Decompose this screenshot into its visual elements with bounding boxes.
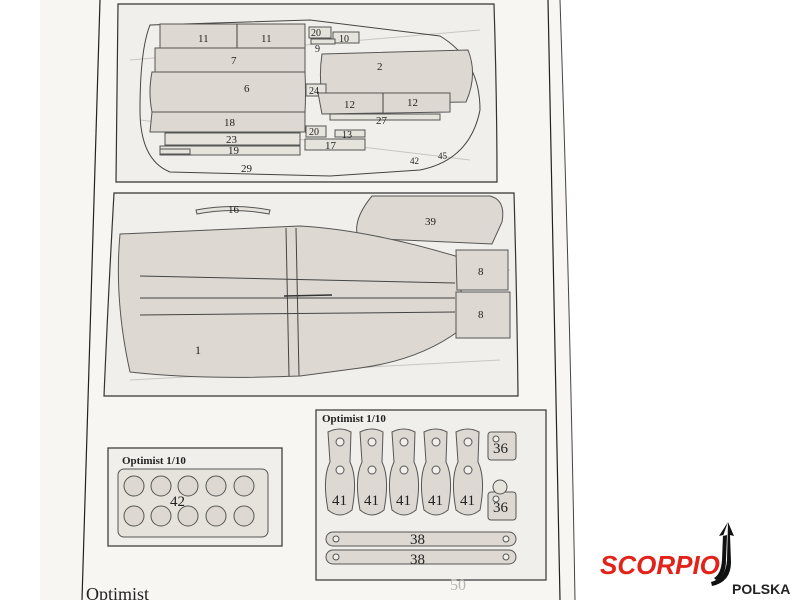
part-label: 41 xyxy=(332,493,347,509)
part-label: 2 xyxy=(377,61,383,73)
part-label: 9 xyxy=(315,44,320,55)
panel-bottom-left: Optimist 1/10 42 xyxy=(107,447,283,547)
part-label: 42 xyxy=(170,494,185,510)
part-label: 10 xyxy=(339,34,349,45)
brand-subname: POLSKA xyxy=(732,581,790,597)
part-label: 23 xyxy=(226,134,238,146)
part-label: 20 xyxy=(309,127,319,138)
disc-grid xyxy=(123,475,255,527)
part-label: 16 xyxy=(228,204,240,216)
panel-middle xyxy=(103,192,519,397)
panel-middle-labels: 16 39 8 8 1 xyxy=(195,204,484,357)
part-label: 38 xyxy=(410,552,425,568)
part-label: 19 xyxy=(228,145,240,157)
part-label: 41 xyxy=(460,493,475,509)
part-label: 24 xyxy=(309,86,319,97)
panel-bottom-right: Optimist 1/10 xyxy=(315,409,547,581)
part-label: 27 xyxy=(376,115,388,127)
part-41-group xyxy=(324,428,484,516)
page-border-right xyxy=(547,0,561,600)
panel-top-labels: 11 11 20 10 9 7 2 6 24 12 12 18 27 20 13… xyxy=(198,28,448,175)
part-label: 18 xyxy=(224,117,236,129)
part-36-group xyxy=(487,431,517,521)
footer-title: Optimist xyxy=(86,584,149,600)
part-label: 39 xyxy=(425,216,437,228)
brand-logo: SCORPIO POLSKA xyxy=(600,522,790,597)
paper-edge-right xyxy=(559,0,576,600)
part-label: 13 xyxy=(342,130,352,141)
part-label: 12 xyxy=(407,97,418,109)
watermark-number: 50 xyxy=(450,577,466,594)
part-label: 6 xyxy=(244,83,250,95)
part-label: 17 xyxy=(325,140,337,152)
panel-top xyxy=(115,3,498,183)
part-label: 20 xyxy=(311,28,321,39)
part-label: 45 xyxy=(438,151,448,161)
part-label: 29 xyxy=(241,163,253,175)
part-38-group xyxy=(325,531,517,565)
part-label: 36 xyxy=(493,441,509,457)
part-label: 41 xyxy=(428,493,443,509)
part-label: 41 xyxy=(396,493,411,509)
scorpion-tail-icon xyxy=(714,522,728,580)
part-label: 8 xyxy=(478,266,484,278)
part-label: 41 xyxy=(364,493,379,509)
part-label: 11 xyxy=(198,33,209,45)
part-label: 42 xyxy=(410,156,419,166)
part-label: 8 xyxy=(478,309,484,321)
part-label: 1 xyxy=(195,343,201,357)
panel-title: Optimist 1/10 xyxy=(122,455,186,467)
brand-name: SCORPIO xyxy=(600,550,720,580)
part-label: 7 xyxy=(231,55,237,67)
part-label: 36 xyxy=(493,500,509,516)
part-label: 11 xyxy=(261,33,272,45)
page-border-left xyxy=(81,0,101,600)
part-label: 12 xyxy=(344,99,355,111)
panel-title: Optimist 1/10 xyxy=(322,413,386,425)
part-label: 38 xyxy=(410,532,425,548)
